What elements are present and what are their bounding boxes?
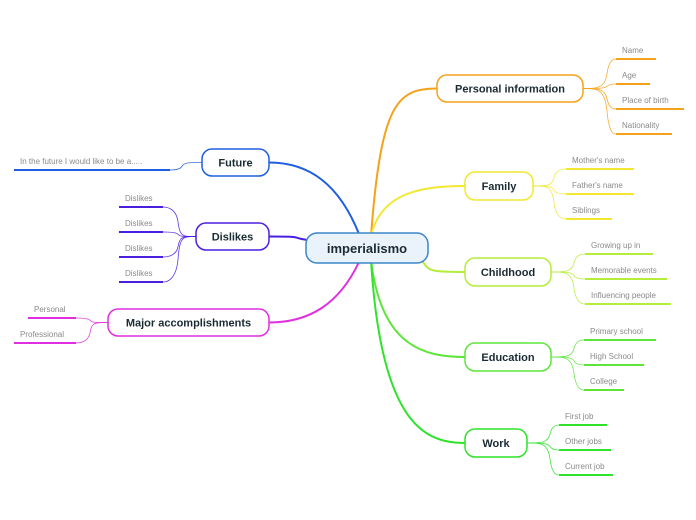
leaf-connector xyxy=(550,271,586,305)
node-label-education: Education xyxy=(481,352,534,364)
node-personal[interactable]: Personal information xyxy=(436,74,584,103)
connector-education xyxy=(370,259,466,358)
leaf-family-3[interactable]: Siblings xyxy=(572,206,600,215)
connector-family xyxy=(370,185,466,237)
leaf-connector xyxy=(550,356,585,366)
node-box-future[interactable] xyxy=(201,148,270,177)
leaf-connector xyxy=(162,231,197,237)
node-label-future: Future xyxy=(218,158,252,170)
leaf-connector xyxy=(582,83,617,89)
leaf-connector xyxy=(582,88,617,135)
node-box-education[interactable] xyxy=(464,342,552,372)
leaf-family-1[interactable]: Mother's name xyxy=(572,156,625,165)
node-label-work: Work xyxy=(482,438,510,450)
leaf-connector xyxy=(532,185,567,195)
node-label-childhood: Childhood xyxy=(481,267,535,279)
node-education[interactable]: Education xyxy=(464,342,552,372)
leaf-education-2[interactable]: High School xyxy=(590,352,633,361)
leaf-major-1[interactable]: Personal xyxy=(34,305,66,314)
central-topic-box[interactable] xyxy=(305,232,429,264)
leaf-connector xyxy=(550,253,586,273)
leaf-childhood-3[interactable]: Influencing people xyxy=(591,291,656,300)
leaf-connector xyxy=(550,271,586,280)
node-family[interactable]: Family xyxy=(464,171,534,201)
leaf-education-3[interactable]: College xyxy=(590,377,618,386)
leaf-connector xyxy=(75,317,109,323)
leaf-dislikes-2[interactable]: Dislikes xyxy=(125,219,153,228)
node-box-family[interactable] xyxy=(464,171,534,201)
leaf-dislikes-1[interactable]: Dislikes xyxy=(125,194,153,203)
leaf-education-1[interactable]: Primary school xyxy=(590,327,643,336)
node-box-dislikes[interactable] xyxy=(195,222,270,251)
leaf-dislikes-4[interactable]: Dislikes xyxy=(125,269,153,278)
connector-childhood xyxy=(419,257,466,273)
leaf-childhood-2[interactable]: Memorable events xyxy=(591,266,657,275)
node-label-dislikes: Dislikes xyxy=(212,232,254,244)
leaf-work-3[interactable]: Current job xyxy=(565,462,605,471)
leaf-major-2[interactable]: Professional xyxy=(20,330,64,339)
leaf-connector xyxy=(582,88,617,110)
leaf-connector xyxy=(162,236,197,283)
leaf-work-2[interactable]: Other jobs xyxy=(565,437,602,446)
node-major[interactable]: Major accomplishments xyxy=(107,308,270,337)
connector-layer xyxy=(14,58,684,476)
leaf-personal-3[interactable]: Place of birth xyxy=(622,96,669,105)
central-topic[interactable]: imperialismo xyxy=(305,232,429,264)
leaf-connector xyxy=(169,162,203,171)
connector-future xyxy=(268,161,360,235)
leaf-dislikes-3[interactable]: Dislikes xyxy=(125,244,153,253)
leaf-family-2[interactable]: Father's name xyxy=(572,181,623,190)
connector-major xyxy=(268,261,360,324)
leaf-connector xyxy=(526,442,560,476)
leaf-personal-2[interactable]: Age xyxy=(622,71,637,80)
leaf-connector xyxy=(550,339,585,358)
connector-work xyxy=(370,259,466,444)
node-box-personal[interactable] xyxy=(436,74,584,103)
leaf-future-1[interactable]: In the future I would like to be a..... xyxy=(20,157,142,166)
leaf-personal-1[interactable]: Name xyxy=(622,46,644,55)
node-label-family: Family xyxy=(482,181,518,193)
node-box-work[interactable] xyxy=(464,428,528,458)
leaf-work-1[interactable]: First job xyxy=(565,412,594,421)
node-label-major: Major accomplishments xyxy=(126,318,251,330)
node-box-childhood[interactable] xyxy=(464,257,552,287)
node-label-personal: Personal information xyxy=(455,84,565,96)
leaf-childhood-1[interactable]: Growing up in xyxy=(591,241,640,250)
leaf-connector xyxy=(532,168,567,187)
leaf-connector xyxy=(526,424,560,444)
connector-dislikes xyxy=(268,235,309,241)
node-childhood[interactable]: Childhood xyxy=(464,257,552,287)
node-future[interactable]: Future xyxy=(201,148,270,177)
leaf-connector xyxy=(75,322,109,344)
leaf-connector xyxy=(550,356,585,391)
central-topic-label: imperialismo xyxy=(327,241,407,256)
leaf-connector xyxy=(532,185,567,220)
node-work[interactable]: Work xyxy=(464,428,528,458)
node-dislikes[interactable]: Dislikes xyxy=(195,222,270,251)
leaf-personal-4[interactable]: Nationality xyxy=(622,121,659,130)
connector-personal xyxy=(370,87,438,237)
node-box-major[interactable] xyxy=(107,308,270,337)
leaf-connector xyxy=(526,442,560,451)
